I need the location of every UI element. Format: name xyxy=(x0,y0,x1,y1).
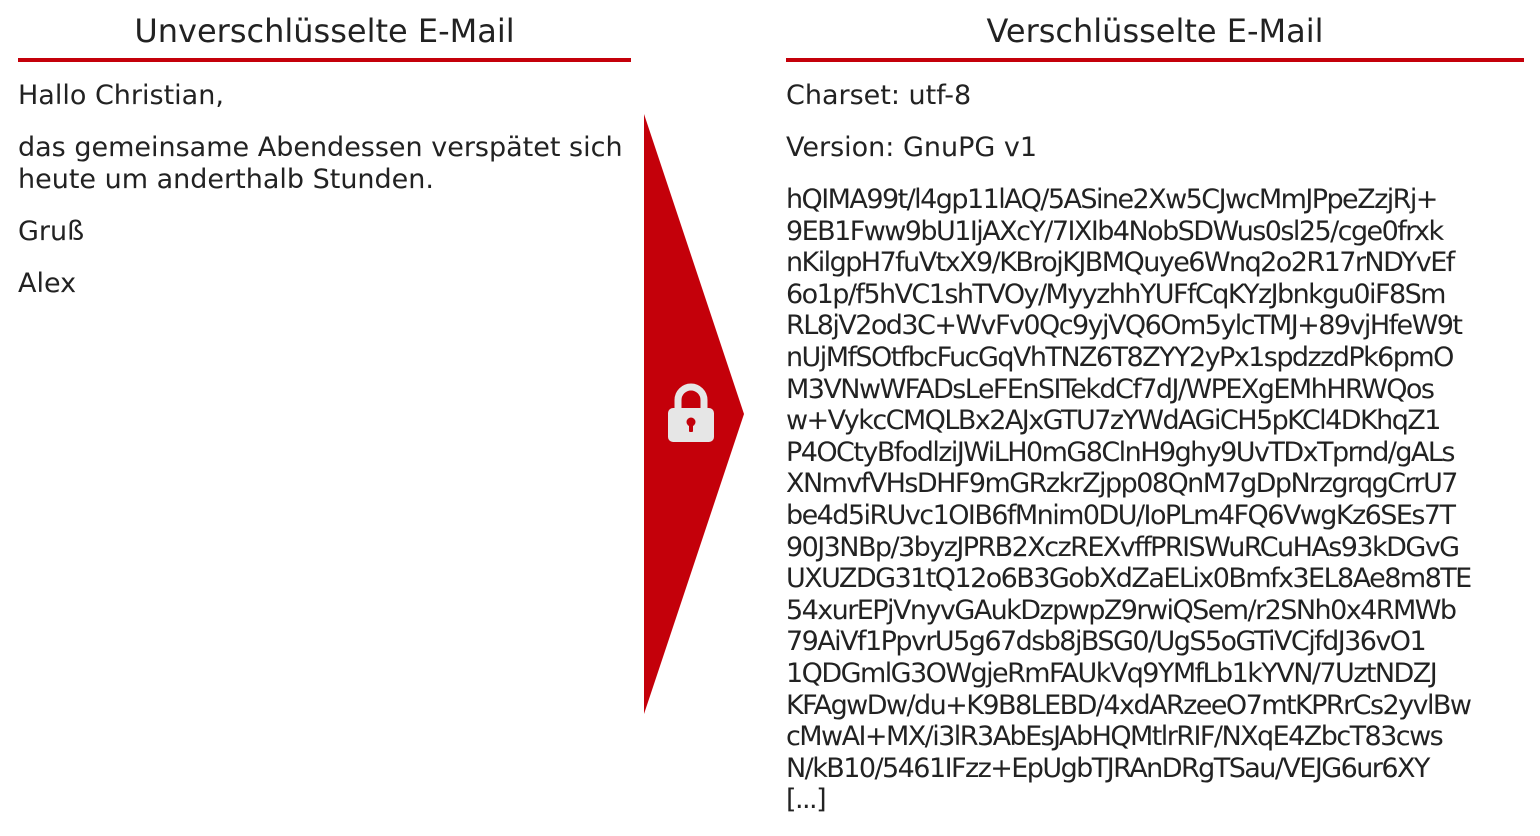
unencrypted-email-title: Unverschlüsselte E-Mail xyxy=(18,0,631,62)
charset-header: Charset: utf-8 xyxy=(786,80,972,111)
ciphertext-line: 6o1p/f5hVC1shTVOy/MyyzhhYUFfCqKYzJbnkgu0… xyxy=(786,278,1446,310)
ciphertext-line: nUjMfSOtfbcFucGqVhTNZ6T8ZYY2yPx1spdzzdPk… xyxy=(786,341,1454,373)
encrypted-email-title: Verschlüsselte E-Mail xyxy=(786,0,1524,62)
ciphertext-line: P4OCtyBfodlziJWiLH0mG8ClnH9ghy9UvTDxTprn… xyxy=(786,436,1455,468)
ciphertext-line: hQIMA99t/l4gp11lAQ/5ASine2Xw5CJwcMmJPpeZ… xyxy=(786,184,1438,215)
ciphertext-line: cMwAI+MX/i3lR3AbEsJAbHQMtlrRIF/NXqE4ZbcT… xyxy=(786,721,1444,753)
version-header: Version: GnuPG v1 xyxy=(786,132,1038,163)
lock-keyhole-slot xyxy=(689,423,693,432)
email-message: das gemeinsame Abendessen verspätet sich… xyxy=(18,132,623,195)
ciphertext-line: 90J3NBp/3byzJPRB2XczREXvffPRISWuRCuHAs93… xyxy=(786,531,1460,563)
ciphertext-line: KFAgwDw/du+K9B8LEBD/4xdARzeeO7mtKPRrCs2y… xyxy=(786,689,1472,721)
ciphertext-line: [...] xyxy=(786,784,827,816)
ciphertext-line: nKilgpH7fuVtxX9/KBrojKJBMQuye6Wnq2o2R17r… xyxy=(786,247,1455,279)
ciphertext-line: RL8jV2od3C+WvFv0Qc9yjVQ6Om5ylcTMJ+89vjHf… xyxy=(786,310,1463,342)
encrypted-email-panel: Verschlüsselte E-Mail Charset: utf-8 Ver… xyxy=(786,0,1524,816)
email-closing: Gruß xyxy=(18,216,85,247)
ciphertext-line: 54xurEPjVnyvGAukDzpwpZ9rwiQSem/r2SNh0x4R… xyxy=(786,594,1457,626)
lock-keyhole xyxy=(686,417,696,427)
ciphertext-line: M3VNwWFADsLeFEnSITekdCf7dJ/WPEXgEMhHRWQo… xyxy=(786,373,1435,405)
email-greeting: Hallo Christian, xyxy=(18,80,224,111)
ciphertext-line: XNmvfVHsDHF9mGRzkrZjpp08QnM7gDpNrzgrqgCr… xyxy=(786,468,1458,500)
email-signature: Alex xyxy=(18,268,77,299)
ciphertext-line: UXUZDG31tQ12o6B3GobXdZaELix0Bmfx3EL8Ae8m… xyxy=(786,563,1472,595)
ciphertext-line: w+VykcCMQLBx2AJxGTU7zYWdAGiCH5pKCl4DKhqZ… xyxy=(786,405,1441,437)
unencrypted-email-panel: Unverschlüsselte E-Mail Hallo Christian,… xyxy=(18,0,631,300)
unencrypted-email-body: Hallo Christian, das gemeinsame Abendess… xyxy=(18,80,631,300)
ciphertext-block: hQIMA99t/l4gp11lAQ/5ASine2Xw5CJwcMmJPpeZ… xyxy=(786,184,1524,816)
ciphertext-line: 9EB1Fww9bU1IjAXcY/7IXIb4NobSDWus0sl25/cg… xyxy=(786,215,1444,247)
ciphertext-line: 79AiVf1PpvrU5g67dsb8jBSG0/UgS5oGTiVCjfdJ… xyxy=(786,626,1427,658)
lock-shackle xyxy=(674,383,708,410)
ciphertext-line: N/kB10/5461IFzz+EpUgbTJRAnDRgTSau/VEJG6u… xyxy=(786,752,1430,784)
encrypted-email-body: Charset: utf-8 Version: GnuPG v1 hQIMA99… xyxy=(786,80,1524,816)
padlock-icon xyxy=(668,383,714,442)
ciphertext-line: be4d5iRUvc1OIB6fMnim0DU/IoPLm4FQ6VwgKz6S… xyxy=(786,499,1456,531)
ciphertext-line: 1QDGmlG3OWgjeRmFAUkVq9YMfLb1kYVN/7UztNDZ… xyxy=(786,657,1438,689)
